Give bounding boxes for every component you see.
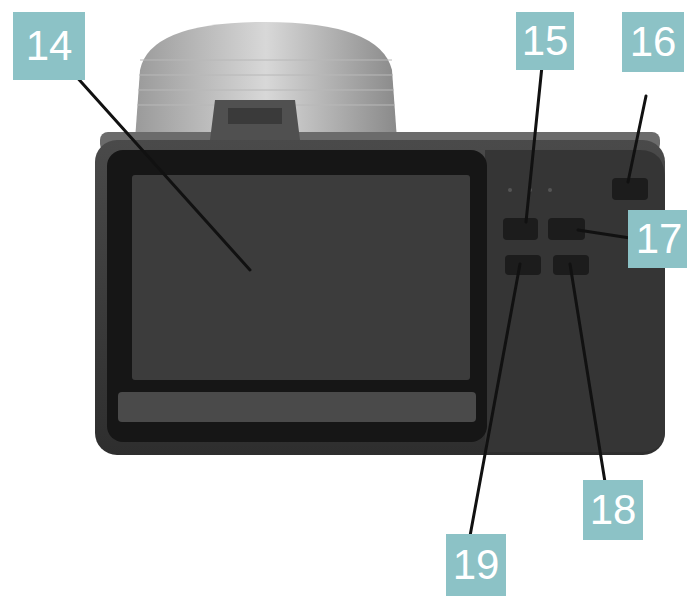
bezel-strip — [118, 392, 476, 422]
lens — [135, 22, 397, 140]
button — [505, 255, 541, 275]
camera-body — [95, 140, 665, 455]
callout-number: 18 — [583, 480, 643, 540]
callout-text: 19 — [453, 544, 500, 586]
callout-text: 16 — [630, 21, 677, 63]
button — [612, 178, 648, 200]
callout-text: 18 — [590, 489, 637, 531]
leader-lines — [74, 66, 646, 536]
callout-text: 17 — [636, 218, 683, 260]
screen-bezel — [107, 150, 487, 442]
callout-number: 16 — [622, 12, 684, 72]
screen — [132, 175, 470, 380]
button — [503, 218, 538, 240]
callout-number: 14 — [13, 12, 85, 80]
callout-text: 14 — [26, 25, 73, 67]
lens-ridges — [137, 60, 395, 105]
callout-number: 15 — [516, 12, 574, 70]
hot-shoe-slot — [228, 108, 282, 124]
hot-shoe — [210, 100, 300, 140]
callout-number: 17 — [628, 210, 687, 268]
callout-number: 19 — [446, 534, 506, 596]
callout-text: 15 — [522, 20, 569, 62]
